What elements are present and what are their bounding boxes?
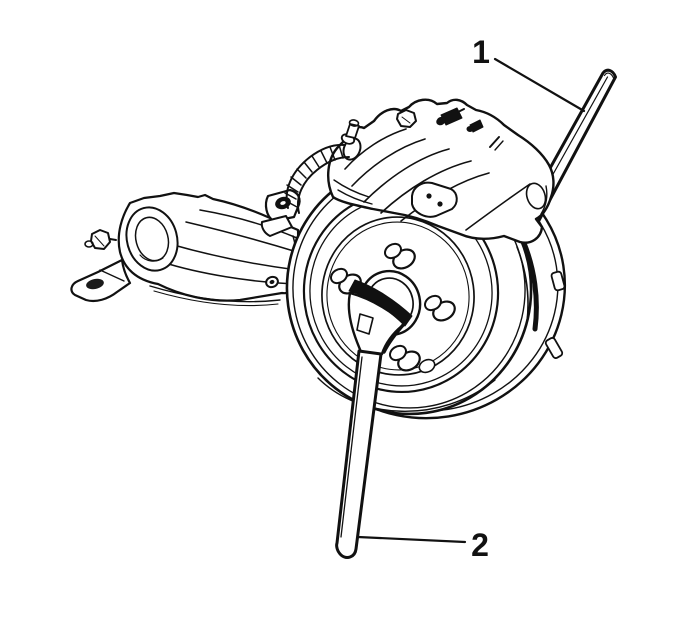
caliper-mount-plate [411,181,458,218]
wheel-studs [330,242,456,374]
guide-pin-boss [525,182,547,210]
stud-seat [418,358,436,374]
hose-outer-line [285,143,346,209]
pry-bar-2-shaft [335,349,383,559]
hose-coil-ticks [284,144,344,208]
bushing-bolt [90,229,111,250]
brake-caliper [327,98,555,244]
pry-bar-2-head [347,291,406,356]
backing-plate-tab-lower [544,337,564,359]
callout-1-line [493,57,586,113]
pry-bar-2-notch [356,313,374,335]
banjo-bolt [396,109,417,128]
hose-inner-line [297,156,350,214]
retaining-clip [489,136,500,148]
callout-1-label: 1 [472,34,490,70]
bracket-hole [86,278,104,290]
drum-face-ring [321,216,475,376]
callouts: 1 2 [356,34,586,563]
drum-rim-shadow [521,240,539,332]
callout-2-label: 2 [471,527,489,563]
hose-lower-flange [260,215,293,237]
backing-plate-tab-upper [550,270,566,292]
pry-bar-2-blade [348,279,413,327]
brake-hose [260,143,350,237]
callout-2-line [356,535,467,544]
trailing-arm [70,191,301,307]
pry-bar-lower [335,279,413,559]
